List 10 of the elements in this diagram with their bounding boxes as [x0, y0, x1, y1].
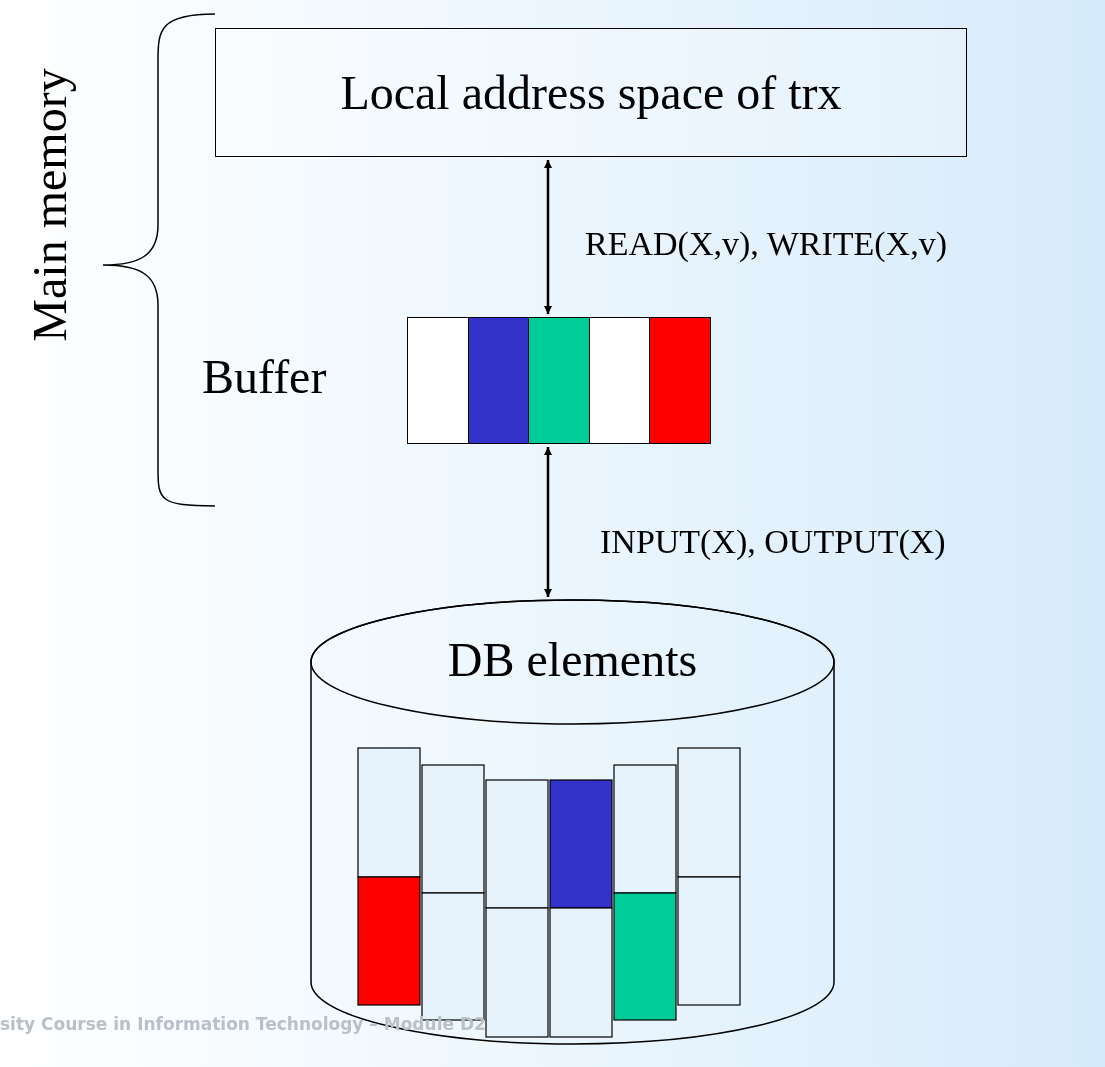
- node-label: Local address space of trx: [339, 65, 843, 121]
- process-box: [215, 28, 967, 157]
- edge-label: READ(X,v), WRITE(X,v): [585, 224, 947, 264]
- edge-label: INPUT(X), OUTPUT(X): [600, 522, 946, 562]
- double-arrow: [544, 447, 552, 597]
- double-arrow: [544, 160, 552, 314]
- buffer-box: [407, 317, 711, 444]
- node-label: DB elements: [446, 632, 699, 688]
- buffer-label: Buffer: [202, 349, 327, 405]
- group-label: Main memory: [22, 68, 77, 342]
